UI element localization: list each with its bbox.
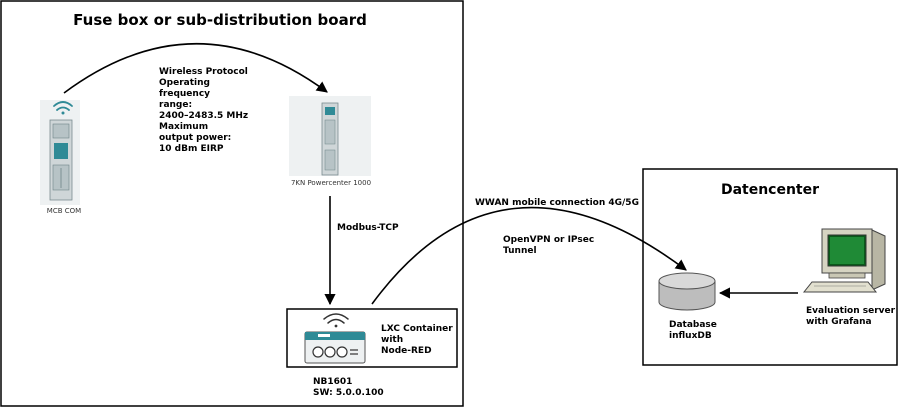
vpn-line-2: Tunnel (503, 246, 537, 256)
wwan-label: WWAN mobile connection 4G/5G (475, 198, 639, 208)
wireless-line-8: 10 dBm EIRP (159, 144, 224, 154)
database-line-1: Database (669, 320, 717, 330)
nb-sw: SW: 5.0.0.100 (313, 388, 384, 398)
nb-device-icon (304, 331, 366, 364)
nb-wifi-icon (323, 313, 349, 328)
server-line-1: Evaluation server (806, 306, 896, 316)
wireless-line-3: frequency (159, 89, 210, 99)
wireless-line-4: range: (159, 100, 192, 110)
wireless-arrow (63, 42, 328, 94)
datacenter-frame (642, 168, 898, 366)
mcb-device (40, 100, 80, 205)
computer-icon (802, 228, 886, 293)
wireless-line-5: 2400–2483.5 MHz (159, 111, 248, 121)
nb-name: NB1601 (313, 377, 352, 387)
datacenter-title: Datencenter (721, 182, 819, 198)
fusebox-title: Fuse box or sub-distribution board (73, 11, 367, 29)
nb-container-line-2: with (381, 335, 403, 345)
fusebox-frame (0, 0, 464, 407)
wireless-line-1: Wireless Protocol (159, 67, 248, 77)
wireless-line-7: output power: (159, 133, 231, 143)
nb-container-line-3: Node-RED (381, 346, 432, 356)
server-line-2: with Grafana (806, 317, 872, 327)
wireless-line-2: Operating (159, 78, 210, 88)
database-line-2: influxDB (669, 331, 712, 341)
wwan-arrow (371, 206, 687, 305)
mcb-wifi-icon (53, 101, 73, 115)
modbus-label: Modbus-TCP (337, 223, 399, 233)
powercenter-device (289, 96, 371, 176)
database-icon (658, 272, 716, 311)
wireless-line-6: Maximum (159, 122, 208, 132)
powercenter-label: 7KN Powercenter 1000 (291, 179, 371, 187)
mcb-label: MCB COM (47, 207, 81, 215)
vpn-line-1: OpenVPN or IPsec (503, 235, 594, 245)
nb-container-line-1: LXC Container (381, 324, 453, 334)
